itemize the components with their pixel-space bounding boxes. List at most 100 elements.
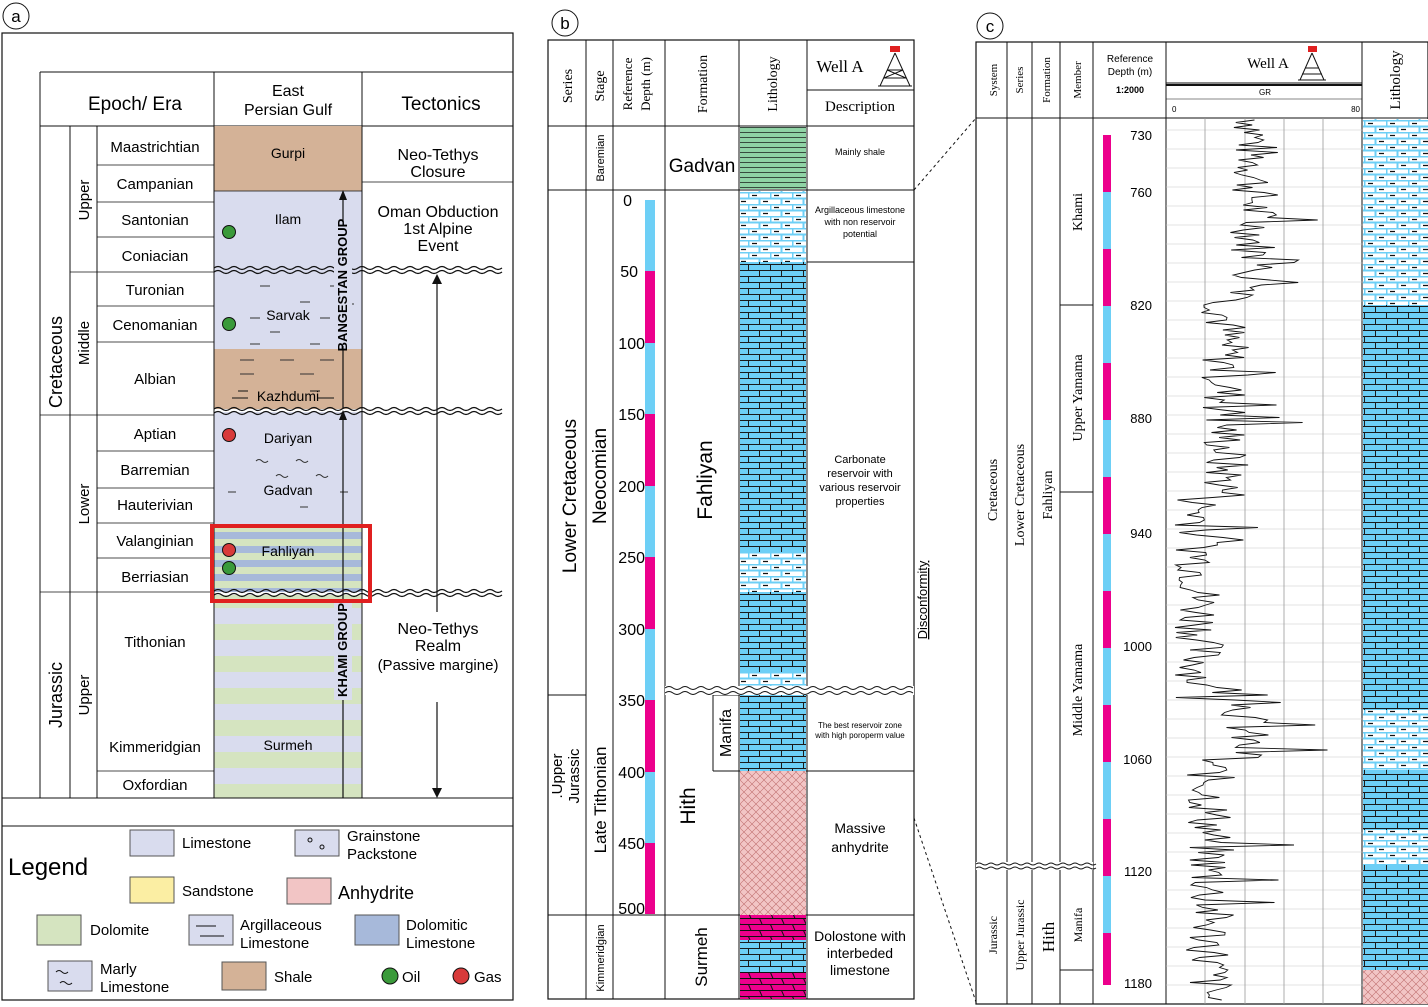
era-jurassic: Jurassic bbox=[46, 662, 66, 728]
b-desc-carb-4: properties bbox=[836, 496, 885, 508]
b-depth: 500 bbox=[618, 901, 645, 918]
b-header-lithology: Lithology bbox=[766, 56, 781, 111]
b-header-description: Description bbox=[825, 99, 895, 115]
c-depth: 820 bbox=[1130, 298, 1152, 313]
legend-anhydrite: Anhydrite bbox=[338, 883, 414, 903]
b-header-stage: Stage bbox=[593, 70, 608, 101]
b-depth-bar bbox=[645, 200, 655, 914]
b-formation-hith: Hith bbox=[677, 787, 700, 824]
b-depth: 250 bbox=[618, 550, 645, 567]
b-header-formation: Formation bbox=[696, 55, 711, 113]
stage-label: Barremian bbox=[120, 462, 189, 479]
c-header-lithology: Lithology bbox=[1388, 50, 1404, 110]
b-desc-arg-1: Argillaceous limestone bbox=[815, 205, 905, 215]
b-lithology-column bbox=[740, 127, 806, 999]
depth-bar-segment bbox=[1103, 249, 1111, 306]
stage-label: Maastrichtian bbox=[110, 139, 199, 156]
panel-c: c System Series Formation Member Referen… bbox=[975, 12, 1428, 1005]
era-cretaceous: Cretaceous bbox=[46, 316, 66, 408]
legend-dolomite: Dolomite bbox=[90, 922, 149, 939]
formation-gadvan: Gadvan bbox=[263, 482, 312, 498]
stage-label: Berriasian bbox=[121, 569, 189, 586]
c-lithology-column bbox=[1363, 119, 1428, 1004]
oil-marker bbox=[222, 225, 236, 239]
series-middle-cretaceous: Middle bbox=[76, 321, 93, 365]
c-member-khami: Khami bbox=[1071, 193, 1086, 231]
c-header-series: Series bbox=[1014, 67, 1026, 94]
stage-label: Oxfordian bbox=[122, 777, 187, 794]
series-upper-cretaceous: Upper bbox=[76, 180, 93, 221]
gas-marker bbox=[222, 543, 236, 557]
panel-a-letter: a bbox=[11, 7, 21, 26]
stage-label: Coniacian bbox=[122, 248, 189, 265]
b-depth: 200 bbox=[618, 479, 645, 496]
legend-marly-1: Marly bbox=[100, 961, 137, 978]
oil-marker bbox=[222, 561, 236, 575]
gr-log-curve bbox=[1173, 119, 1328, 1001]
c-system-jurassic: Jurassic bbox=[986, 916, 1000, 954]
c-header-ref2: Depth (m) bbox=[1108, 67, 1152, 78]
c-gr-min: 0 bbox=[1172, 105, 1177, 114]
gas-marker bbox=[222, 428, 236, 442]
panel-b-letter: b bbox=[560, 14, 569, 33]
tect-oman-1: Oman Obduction bbox=[378, 204, 499, 221]
depth-bar-segment bbox=[1103, 192, 1111, 249]
c-depth: 1000 bbox=[1123, 639, 1152, 654]
b-series-jurassic: Jurassic bbox=[566, 748, 583, 804]
tect-realm-3: (Passive margine) bbox=[378, 657, 499, 674]
formation-kazhdumi: Kazhdumi bbox=[257, 388, 319, 404]
stage-label: Tithonian bbox=[124, 634, 185, 651]
fahliyan-highlight bbox=[210, 524, 372, 603]
b-header-series: Series bbox=[561, 69, 576, 103]
b-formation-manifa: Manifa bbox=[718, 709, 735, 757]
depth-bar-segment bbox=[1103, 477, 1111, 534]
b-desc-gadvan: Mainly shale bbox=[835, 147, 885, 157]
depth-bar-segment bbox=[1103, 306, 1111, 363]
b-disconformity: Disconformity bbox=[915, 560, 930, 639]
east-header-2: Persian Gulf bbox=[244, 102, 333, 119]
stage-label: Campanian bbox=[117, 176, 194, 193]
formation-fahliyan: Fahliyan bbox=[262, 543, 315, 559]
b-series-upper: .Upper bbox=[549, 753, 566, 798]
b-desc-manifa-2: with high poroperm value bbox=[814, 731, 905, 740]
stage-label: Aptian bbox=[134, 426, 177, 443]
c-header-ref1: Reference bbox=[1107, 54, 1154, 65]
depth-bar-segment bbox=[1103, 933, 1111, 985]
depth-bar-segment bbox=[1103, 762, 1111, 819]
b-stage-baremian: Baremian bbox=[595, 134, 607, 181]
c-gr: GR bbox=[1259, 88, 1271, 97]
formation-surmeh: Surmeh bbox=[263, 737, 312, 753]
depth-bar-segment bbox=[1103, 591, 1111, 648]
depth-bar-segment bbox=[1103, 363, 1111, 420]
b-depth: 100 bbox=[618, 336, 645, 353]
legend-shale: Shale bbox=[274, 969, 312, 986]
c-system-cretaceous: Cretaceous bbox=[986, 459, 1001, 521]
depth-bar-segment bbox=[1103, 648, 1111, 705]
b-depth: 350 bbox=[618, 693, 645, 710]
b-desc-carb-3: various reservoir bbox=[819, 482, 901, 494]
legend-grainstone-1: Grainstone bbox=[347, 828, 420, 845]
b-desc-manifa-1: The best reservoir zone bbox=[818, 721, 903, 730]
east-header-1: East bbox=[272, 83, 305, 100]
tect-closure-2: Closure bbox=[410, 164, 465, 181]
c-member-middle-yamama: Middle Yamama bbox=[1071, 643, 1086, 736]
c-header-scale: 1:2000 bbox=[1116, 85, 1144, 95]
c-depth: 1060 bbox=[1123, 752, 1152, 767]
b-desc-surmeh-1: Dolostone with bbox=[814, 928, 906, 944]
legend-dolomitic-2: Limestone bbox=[406, 935, 475, 952]
panel-a: a Epoch/ Era East Persian Gulf Tectonics bbox=[1, 2, 514, 1001]
c-depth-bar bbox=[1103, 135, 1111, 985]
tect-oman-2: 1st Alpine bbox=[403, 221, 472, 238]
stage-label: Cenomanian bbox=[112, 317, 197, 334]
b-desc-carb-1: Carbonate bbox=[834, 454, 885, 466]
panel-b: b Series Stage Reference Depth (m) Forma… bbox=[547, 9, 977, 1003]
tect-realm-2: Realm bbox=[415, 638, 461, 655]
legend-marly-2: Limestone bbox=[100, 979, 169, 996]
b-depth: 300 bbox=[618, 622, 645, 639]
legend-dolomitic-1: Dolomitic bbox=[406, 917, 468, 934]
b-stage-neocomian: Neocomian bbox=[590, 428, 611, 524]
formation-ilam: Ilam bbox=[275, 211, 301, 227]
c-header-member: Member bbox=[1072, 61, 1084, 99]
c-depth: 940 bbox=[1130, 526, 1152, 541]
